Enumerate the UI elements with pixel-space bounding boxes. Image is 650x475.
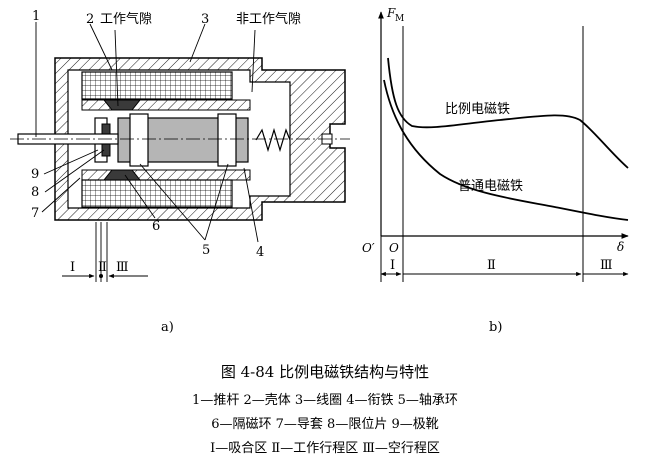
leader-lines bbox=[35, 22, 259, 243]
label-3: 3 bbox=[201, 12, 209, 27]
legend-line-2: 6—隔磁环 7—导套 8—限位片 9—极靴 bbox=[211, 417, 439, 432]
zone-b-1: Ⅰ bbox=[390, 258, 395, 273]
diagram-b: F M δ O′ O 比例电磁铁 普通电磁铁 Ⅰ Ⅱ Ⅲ bbox=[362, 6, 629, 282]
zone-dot bbox=[99, 274, 103, 278]
curve-proportional bbox=[387, 57, 629, 169]
origin-label: O bbox=[389, 241, 399, 255]
figure-title: 图 4-84 比例电磁铁结构与特性 bbox=[220, 363, 430, 381]
label-6: 6 bbox=[152, 219, 160, 234]
legend-line-1: 1—推杆 2—壳体 3—线圈 4—衔铁 5—轴承环 bbox=[192, 393, 458, 408]
label-working-gap: 工作气隙 bbox=[100, 11, 152, 27]
subfigure-a-label: a) bbox=[161, 320, 174, 335]
label-9: 9 bbox=[31, 167, 39, 182]
curve-ordinary-label: 普通电磁铁 bbox=[458, 179, 523, 194]
y-axis-label: F bbox=[386, 6, 396, 20]
label-nonworking-gap: 非工作气隙 bbox=[236, 11, 301, 27]
label-7: 7 bbox=[31, 206, 39, 221]
label-4: 4 bbox=[256, 245, 264, 260]
label-8: 8 bbox=[31, 185, 39, 200]
zone-b-2: Ⅱ bbox=[487, 258, 496, 273]
bearing-ring-left bbox=[129, 113, 149, 167]
diagram-a: 1 2 工作气隙 3 非工作气隙 9 8 7 6 5 4 Ⅰ Ⅱ Ⅲ bbox=[10, 9, 350, 282]
curve-ordinary bbox=[383, 79, 629, 221]
guide-sleeve-top bbox=[81, 99, 251, 111]
label-2: 2 bbox=[86, 12, 94, 27]
y-axis-label-sub: M bbox=[395, 14, 404, 24]
bearing-ring-right bbox=[217, 113, 237, 167]
label-5: 5 bbox=[202, 243, 210, 258]
x-axis-label: δ bbox=[617, 240, 624, 254]
zone-a-1: Ⅰ bbox=[70, 260, 75, 275]
label-1: 1 bbox=[32, 9, 40, 24]
guide-sleeve-bottom bbox=[81, 169, 251, 181]
legend-line-3: Ⅰ—吸合区 Ⅱ—工作行程区 Ⅲ—空行程区 bbox=[210, 441, 440, 456]
zone-markers-a bbox=[62, 222, 148, 282]
curve-proportional-label: 比例电磁铁 bbox=[445, 102, 510, 117]
zone-a-3: Ⅲ bbox=[116, 260, 129, 275]
subfigure-b-label: b) bbox=[489, 320, 503, 335]
zone-a-2: Ⅱ bbox=[98, 260, 107, 275]
spring bbox=[255, 127, 291, 153]
origin-prime-label: O′ bbox=[362, 241, 375, 255]
coil-top bbox=[81, 71, 233, 100]
zone-b-3: Ⅲ bbox=[600, 258, 613, 273]
isolating-ring-top bbox=[102, 99, 142, 111]
